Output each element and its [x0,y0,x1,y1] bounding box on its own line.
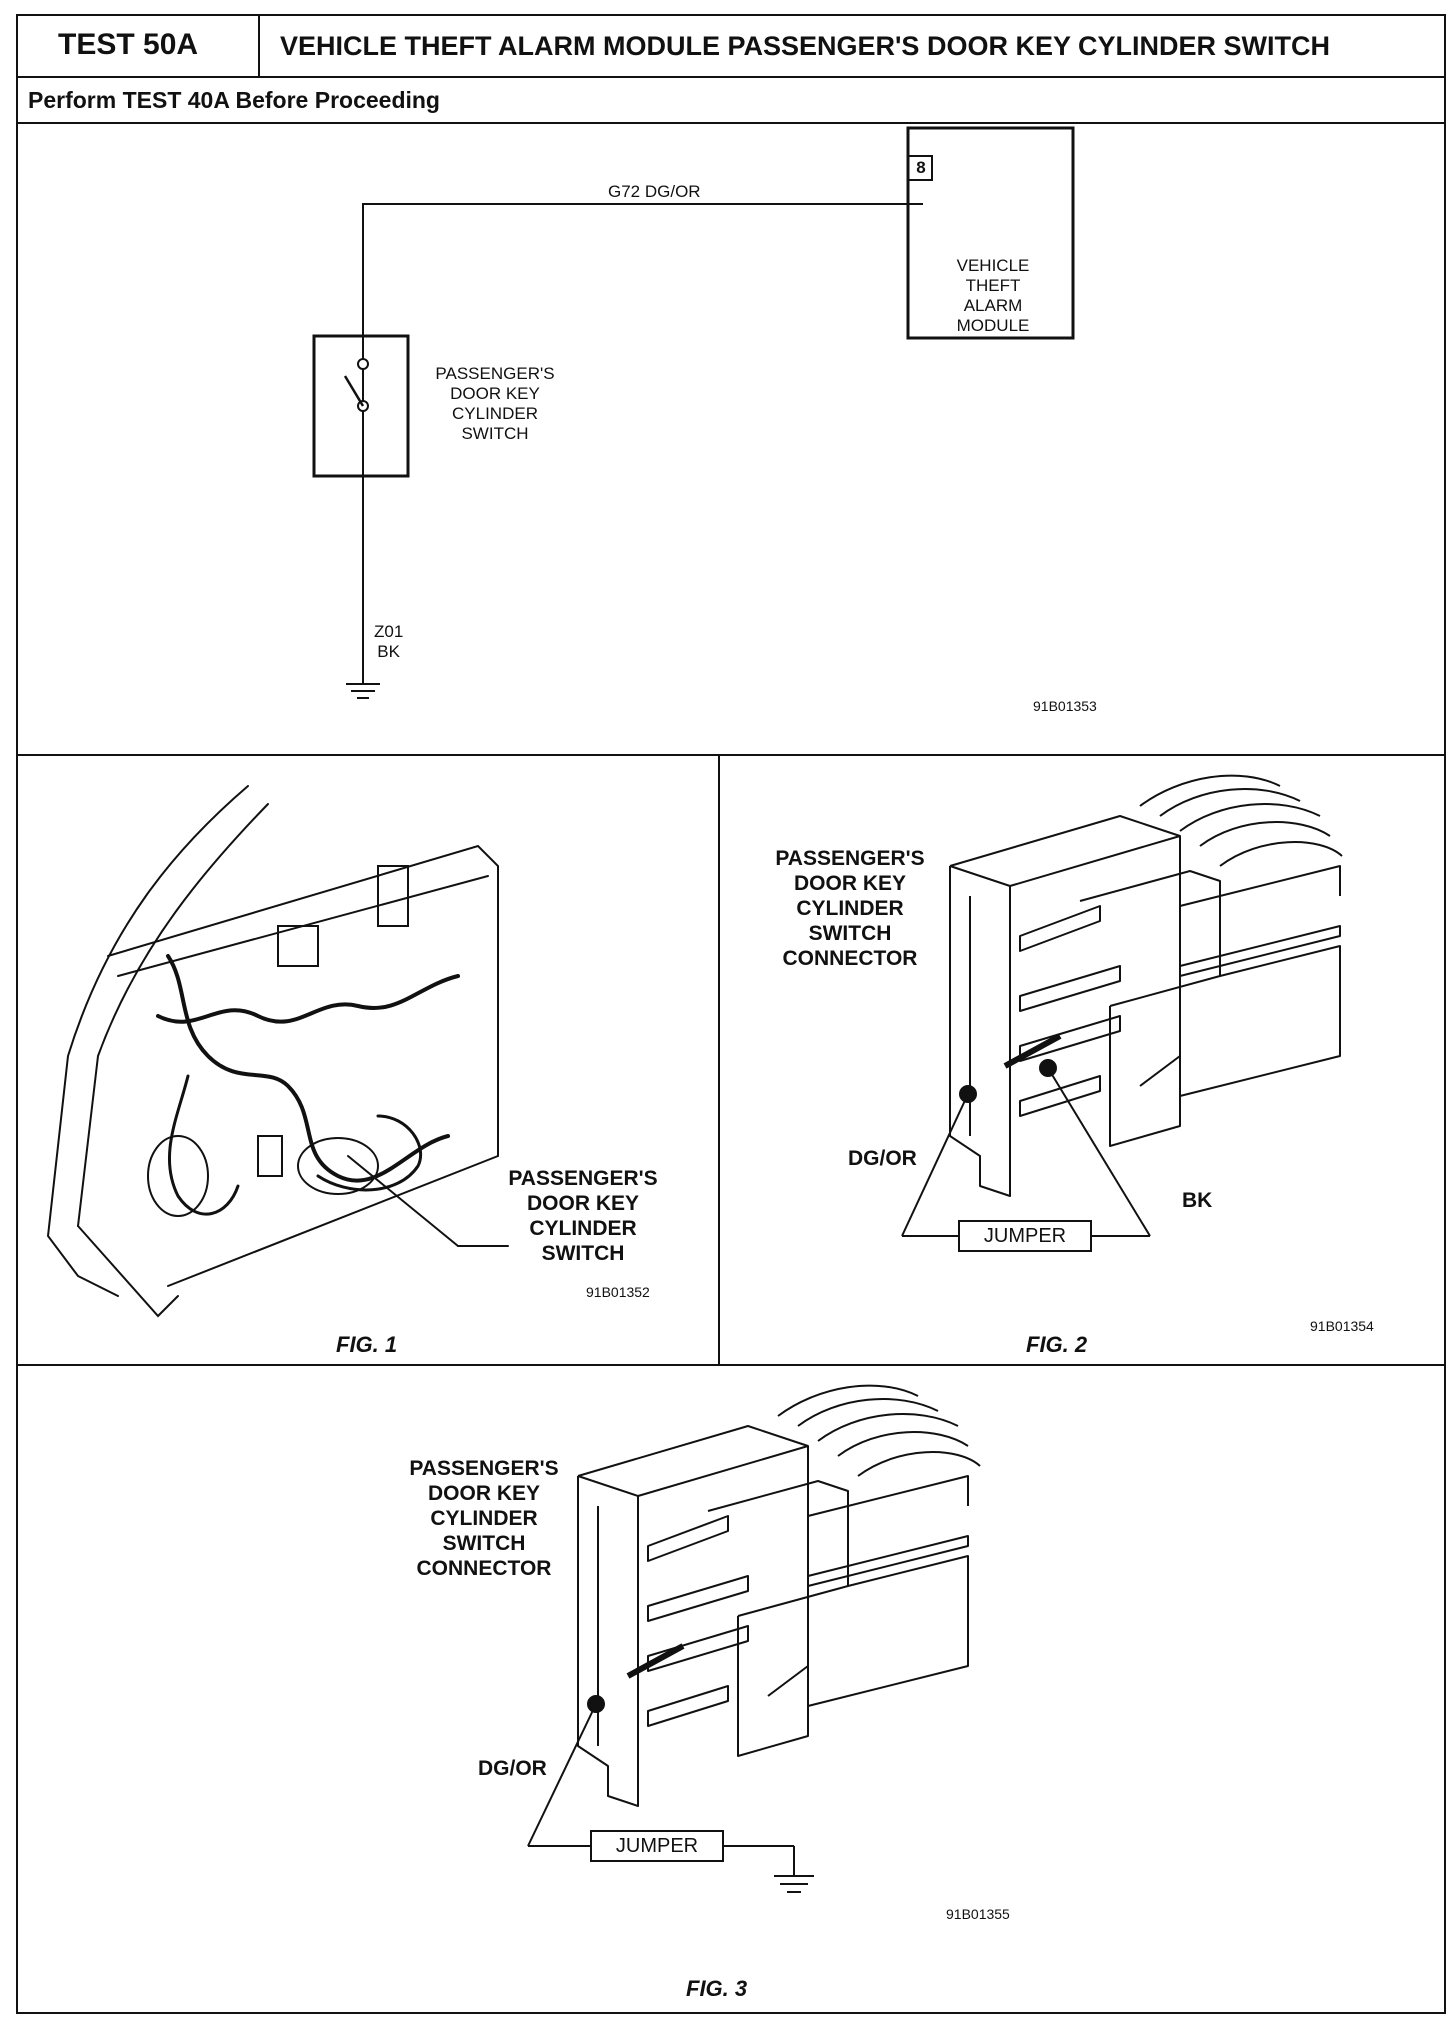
wire-label-z01: Z01 BK [374,622,404,661]
fig1-caption: FIG. 1 [336,1332,398,1357]
fig2-housing-top [949,815,1181,1087]
fig2-wires [1139,774,1343,867]
pin-box [907,155,933,181]
fig3-housing-top [577,1425,809,1697]
fig3-connector-illustration [527,1384,981,1893]
header-row: TEST 50A VEHICLE THEFT ALARM MODULE PASS… [18,16,1444,78]
fig3-panel: PASSENGER'S DOOR KEY CYLINDER SWITCH CON… [18,1366,1444,2012]
fig3-wires [777,1384,981,1477]
test-title: VEHICLE THEFT ALARM MODULE PASSENGER'S D… [280,31,1330,61]
fig3-jumper-box: JUMPER [590,1830,724,1862]
fig2-housing-front [949,866,1011,1197]
pin-number: 8 [916,158,926,177]
test-id: TEST 50A [18,16,260,76]
fig3-housing-front [577,1476,639,1807]
fig2-jumper-right-lead [1047,1067,1151,1237]
door-interior-illustration [46,785,509,1318]
fig2-panel: PASSENGER'S DOOR KEY CYLINDER SWITCH CON… [720,756,1444,1366]
switch-contact-top [357,358,369,370]
fig1-callout: PASSENGER'S DOOR KEY CYLINDER SWITCH [508,1167,658,1265]
switch-box [312,334,410,478]
fig3-caption: FIG. 3 [686,1976,748,2001]
fig2-jumper-left-lead [901,1093,969,1237]
fig3-ref: 91B01355 [946,1906,1010,1922]
switch-blade [343,375,365,407]
fig2-connector-label: PASSENGER'S DOOR KEY CYLINDER SWITCH CON… [775,847,925,970]
alarm-module-box [906,126,1075,340]
schematic-ref: 91B01353 [1033,698,1097,714]
fig2-caption: FIG. 2 [1026,1332,1088,1357]
door-inner-panel [107,844,499,1287]
fig2-wire-bk: BK [1182,1189,1213,1212]
wire-harness [166,954,450,1183]
wire-label-g72: G72 DG/OR [608,182,701,201]
schematic-panel: G72 DG/OR 8 VEHICLE THEFT ALARM MODULE P… [18,124,1444,756]
fig2-jumper-box: JUMPER [958,1220,1092,1252]
fig1-panel: PASSENGER'S DOOR KEY CYLINDER SWITCH 91B… [18,756,720,1366]
fig3-wire-dgor: DG/OR [478,1757,547,1780]
fig2-wire-dgor: DG/OR [848,1147,917,1170]
fig3-connector-label: PASSENGER'S DOOR KEY CYLINDER SWITCH CON… [409,1457,559,1580]
switch-label: PASSENGER'S DOOR KEY CYLINDER SWITCH [435,364,555,443]
module-label: VEHICLE THEFT ALARM MODULE [956,256,1030,335]
fig1-ref: 91B01352 [586,1284,650,1300]
schematic-diagram [312,126,1075,699]
prerequisite-row: Perform TEST 40A Before Proceeding [18,78,1444,124]
fig3-jumper-lead [527,1703,597,1847]
door-frame-edge [46,785,249,1297]
test-page: TEST 50A VEHICLE THEFT ALARM MODULE PASS… [16,14,1446,2014]
fig2-ref: 91B01354 [1310,1318,1374,1334]
prerequisite-text: Perform TEST 40A Before Proceeding [28,87,440,113]
fig2-connector-illustration [901,774,1343,1237]
fig1-leader-line [347,1155,459,1247]
